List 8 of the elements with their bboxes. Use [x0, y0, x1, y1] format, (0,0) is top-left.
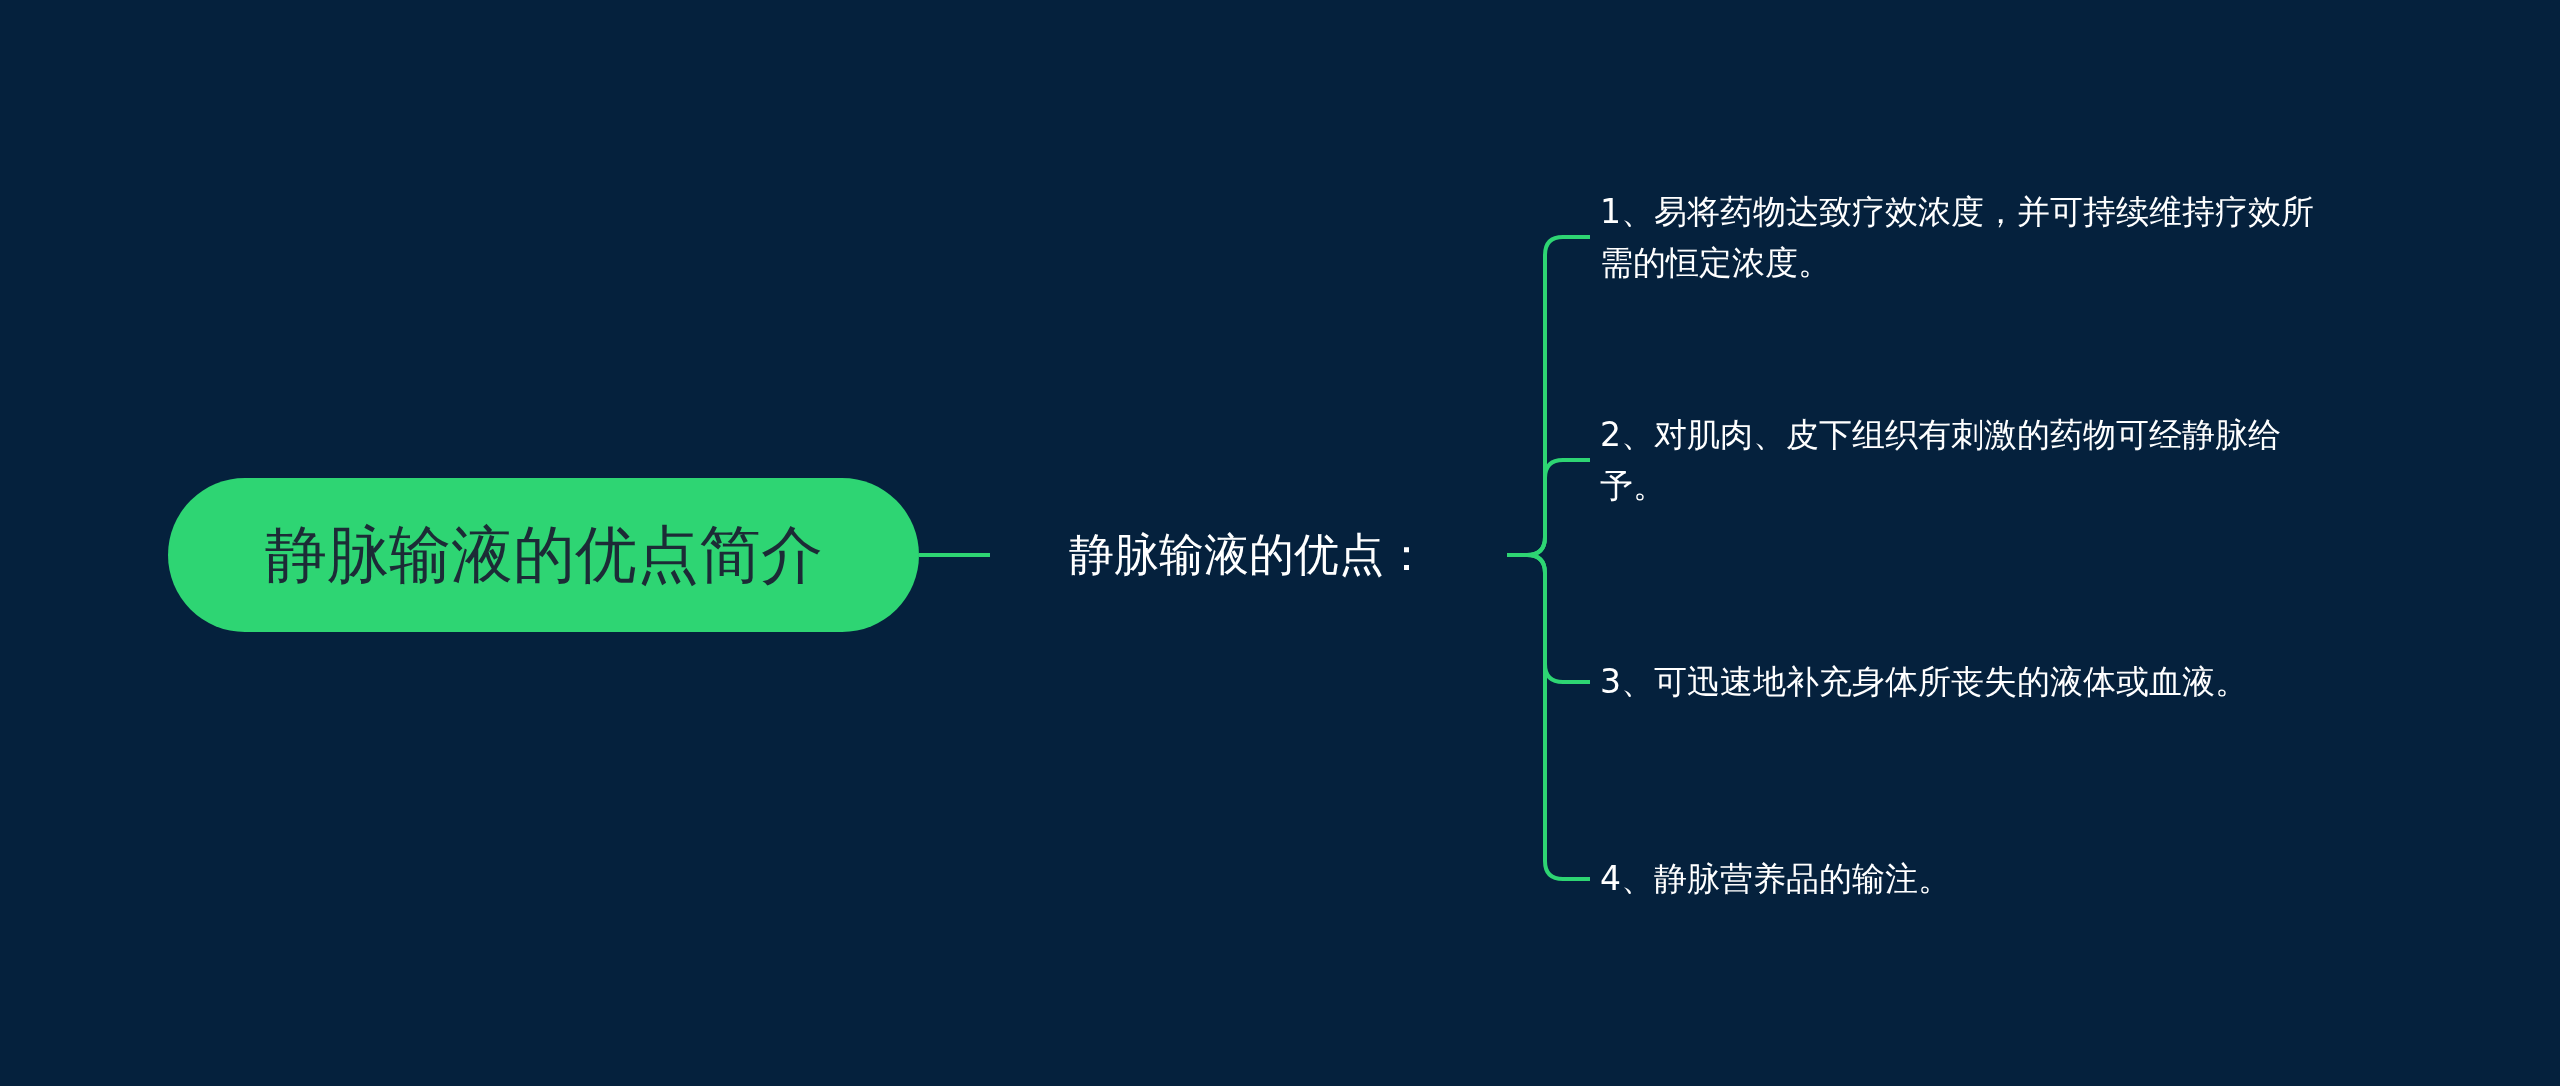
connector-line [919, 553, 990, 557]
item-text: 1、易将药物达致疗效浓度，并可持续维持疗效所需的恒定浓度。 [1600, 190, 2315, 284]
subtopic-text: 静脉输液的优点： [1068, 527, 1429, 583]
connector-line [1507, 553, 1590, 881]
item-text: 4、静脉营养品的输注。 [1600, 858, 1952, 901]
item-text: 2、对肌肉、皮下组织有刺激的药物可经静脉给予。 [1600, 413, 2282, 507]
topic-text: 静脉输液的优点简介 [264, 517, 823, 593]
item-text: 3、可迅速地补充身体所丧失的液体或血液。 [1600, 661, 2249, 704]
